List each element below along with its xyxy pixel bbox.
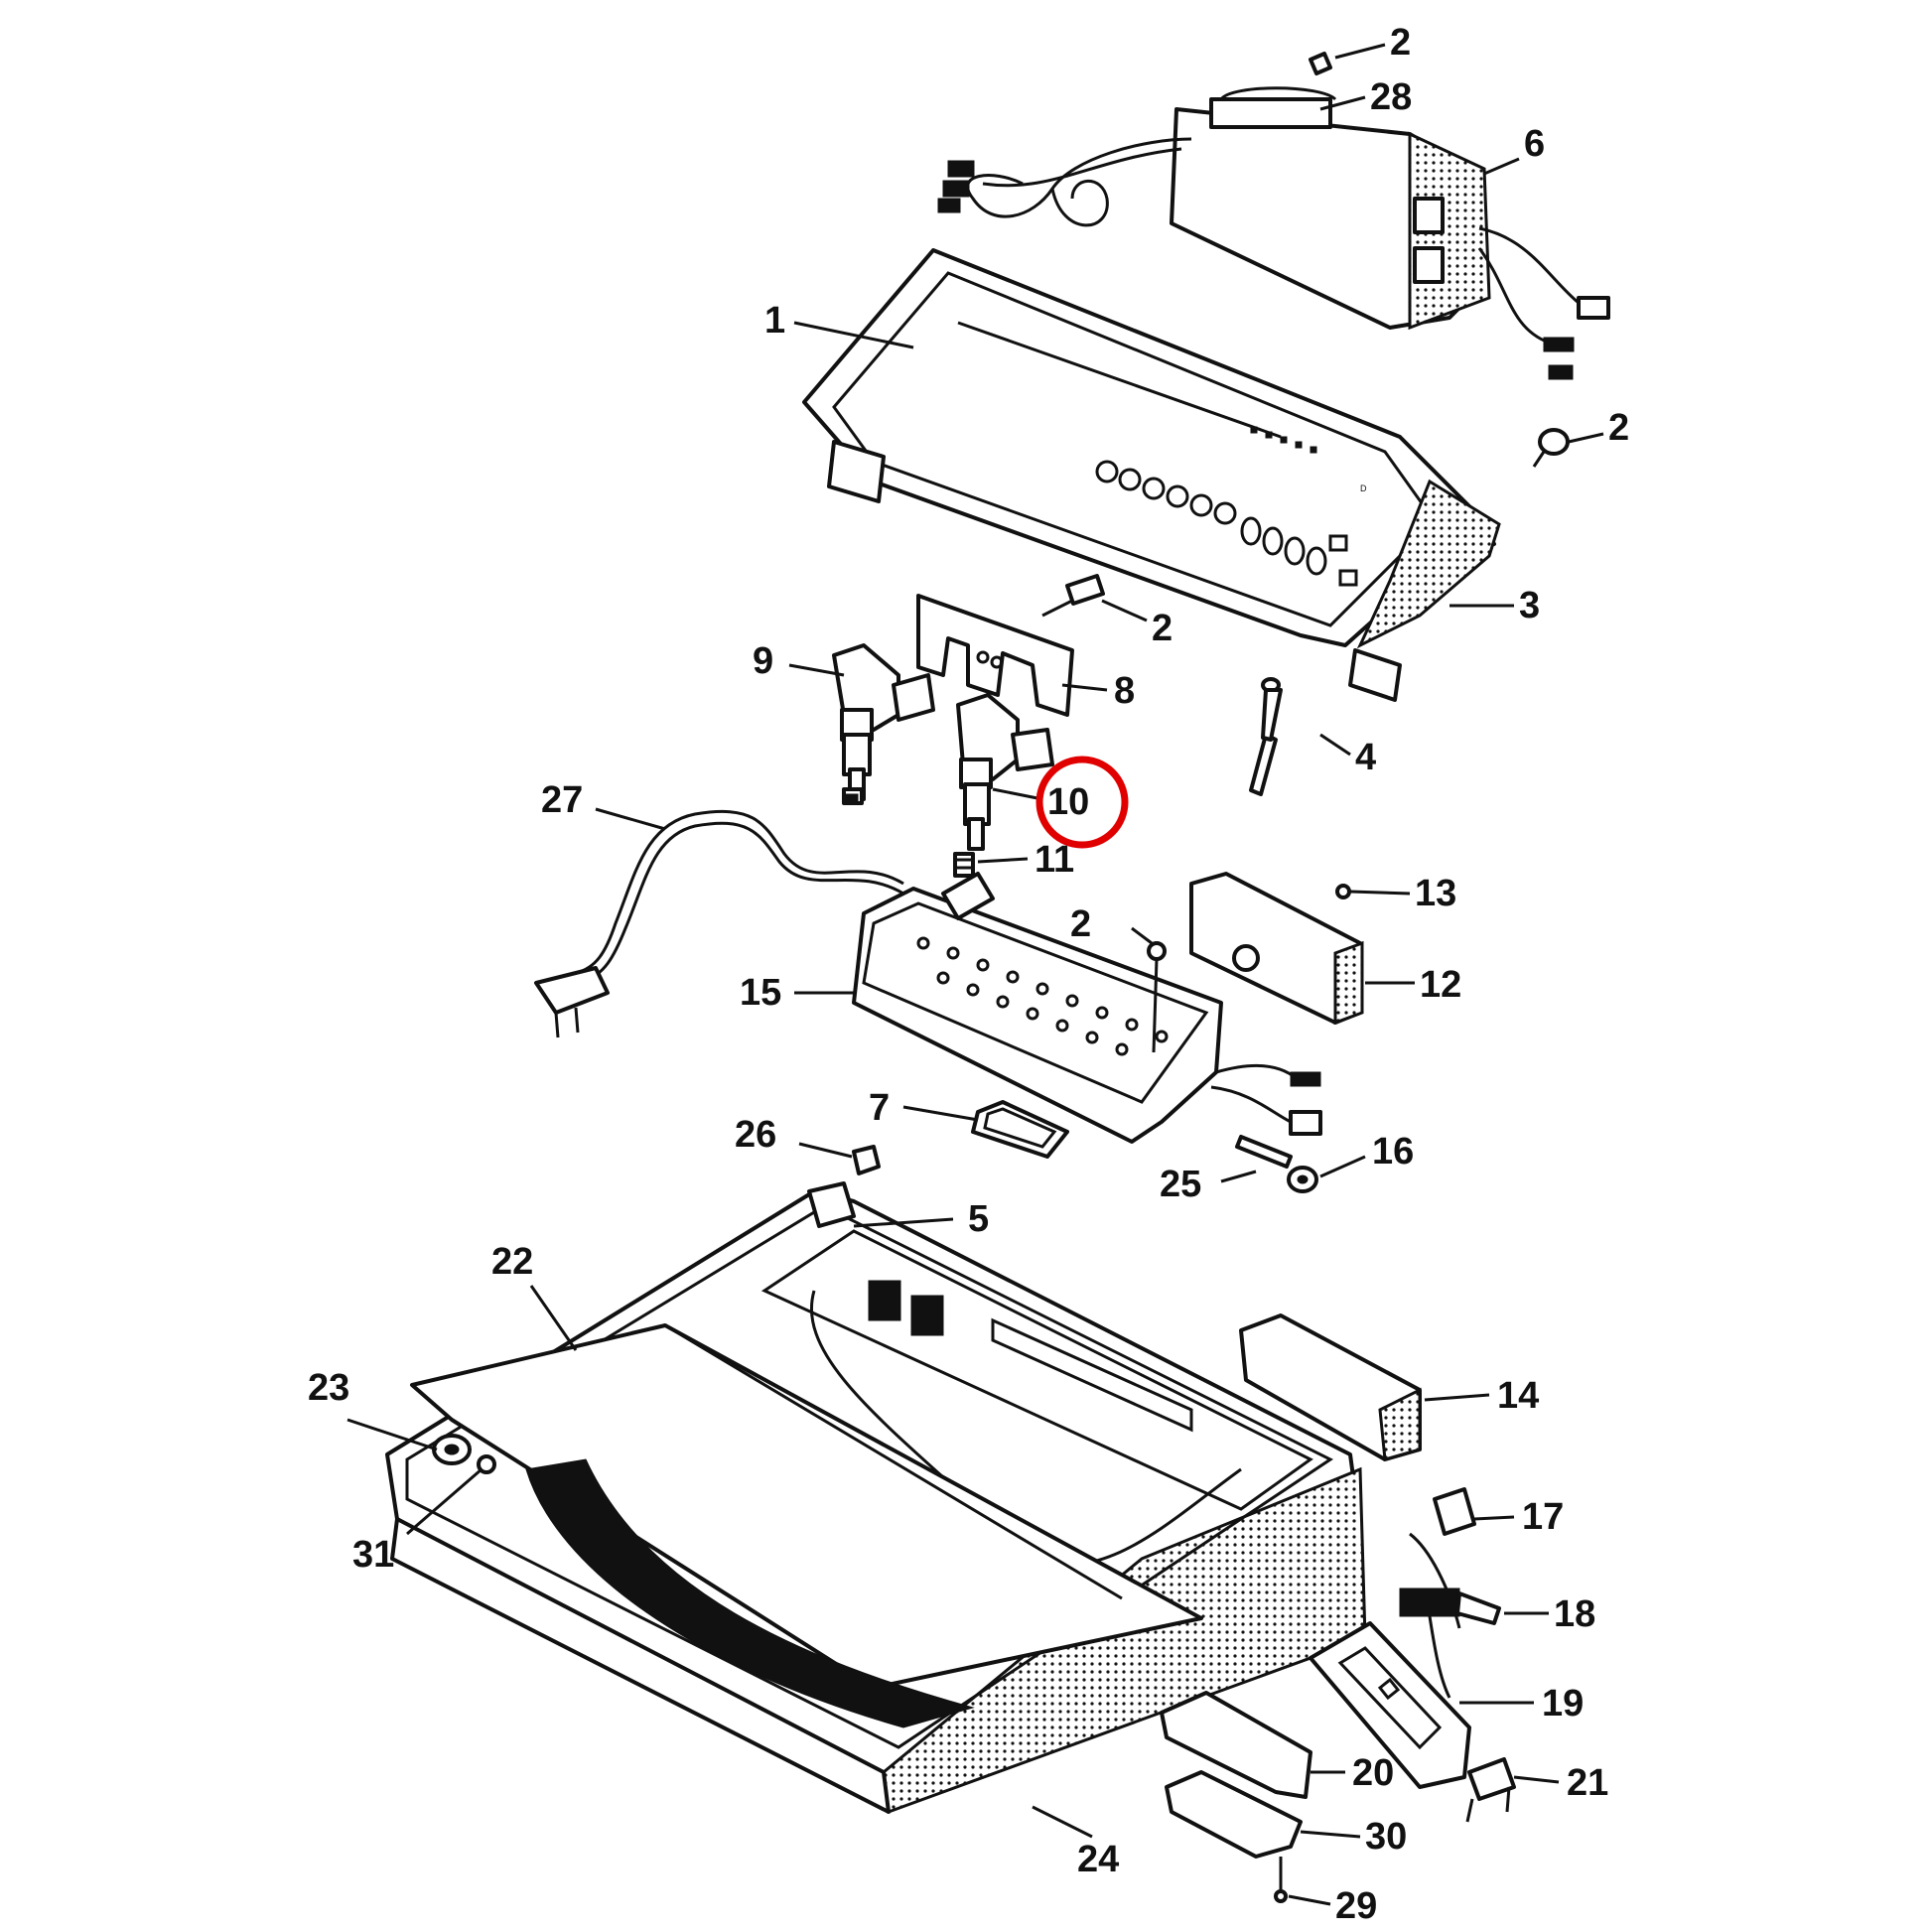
callout-14: 14 <box>1497 1375 1539 1417</box>
part-6-control-module <box>937 86 1610 380</box>
callout-21: 21 <box>1567 1762 1608 1804</box>
callout-16: 16 <box>1372 1131 1414 1173</box>
callout-31: 31 <box>352 1534 394 1576</box>
part-11-filter-screen <box>953 852 975 878</box>
part-7-gasket <box>971 1100 1069 1159</box>
callout-10: 10 <box>1047 781 1089 823</box>
callout-24: 24 <box>1077 1839 1119 1880</box>
part-4-pin <box>1249 677 1283 796</box>
part-2-screw-board <box>1147 941 1167 1053</box>
part-22-lid <box>410 1323 1203 1728</box>
callout-12: 12 <box>1420 964 1461 1006</box>
callout-30: 30 <box>1365 1816 1407 1858</box>
board-holes <box>916 936 1169 1056</box>
callout-18: 18 <box>1554 1593 1595 1635</box>
console-buttons: D <box>1095 426 1367 587</box>
callout-3: 3 <box>1519 585 1540 626</box>
part-18-lid-switch <box>1399 1587 1501 1699</box>
part-21-spring-clip <box>1465 1757 1516 1823</box>
callout-28: 28 <box>1370 76 1412 118</box>
callout-23: 23 <box>308 1367 349 1409</box>
part-12-bracket <box>1189 872 1364 1026</box>
part-19-switch-housing <box>1309 1621 1471 1789</box>
callout-2-mid: 2 <box>1152 608 1173 649</box>
callout-labels: 2 28 6 1 2 3 2 8 9 4 10 11 27 13 2 12 15… <box>308 22 1629 1927</box>
part-8-bracket <box>916 594 1074 717</box>
callout-25: 25 <box>1160 1164 1201 1205</box>
callout-2-top: 2 <box>1390 22 1411 64</box>
callout-1: 1 <box>764 300 785 342</box>
part-2-screw-top <box>1309 52 1332 75</box>
callout-2-right: 2 <box>1608 407 1629 449</box>
callout-17: 17 <box>1522 1496 1564 1538</box>
callout-15: 15 <box>740 972 781 1014</box>
part-23-hinge <box>432 1434 472 1465</box>
part-31-screw <box>477 1454 496 1474</box>
leader-lines <box>346 43 1604 1906</box>
callout-27: 27 <box>541 779 583 821</box>
highlight-circle-callout-10 <box>1035 756 1129 849</box>
part-2-screw-right <box>1532 428 1570 468</box>
part-29-screw <box>1274 1857 1288 1903</box>
part-14-end-trim <box>1239 1313 1422 1461</box>
part-25-bolt <box>1235 1135 1293 1169</box>
part-16-bushing <box>1287 1166 1318 1193</box>
svg-text:D: D <box>1360 483 1367 493</box>
callout-5: 5 <box>968 1198 989 1240</box>
callout-22: 22 <box>491 1241 533 1283</box>
part-20-lid-lock-plate <box>1160 1691 1312 1799</box>
callout-19: 19 <box>1542 1683 1584 1725</box>
part-27-power-cord <box>534 809 904 1038</box>
part-9-water-valve <box>832 643 935 805</box>
part-2-screw-mid <box>1041 574 1105 618</box>
part-26-clip <box>852 1145 881 1175</box>
part-1-control-panel: D <box>802 248 1501 702</box>
callout-6: 6 <box>1524 123 1545 165</box>
part-30-bracket <box>1165 1770 1303 1859</box>
callout-9: 9 <box>753 640 773 682</box>
callout-7: 7 <box>869 1087 890 1129</box>
callout-8: 8 <box>1114 670 1135 712</box>
part-10-water-valve <box>956 693 1054 851</box>
callout-2-board: 2 <box>1070 903 1091 945</box>
callout-29: 29 <box>1335 1885 1377 1927</box>
callout-4: 4 <box>1355 737 1376 778</box>
part-13-screw <box>1335 884 1351 899</box>
part-15-board-assembly <box>852 872 1322 1144</box>
callout-26: 26 <box>735 1114 776 1156</box>
callout-11: 11 <box>1035 839 1074 881</box>
callout-13: 13 <box>1415 873 1456 914</box>
callout-20: 20 <box>1352 1752 1394 1794</box>
